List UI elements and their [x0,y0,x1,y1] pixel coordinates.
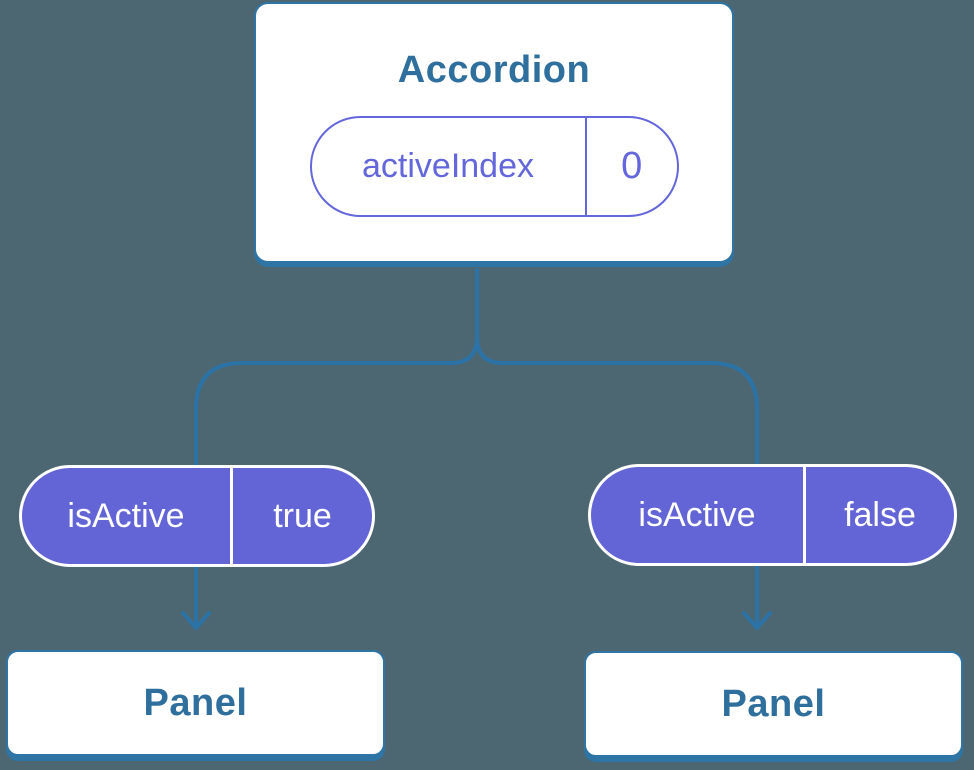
state-pill: activeIndex 0 [309,116,679,217]
branch-left-line [194,268,479,469]
accordion-node: Accordion activeIndex 0 [254,2,734,263]
prop-pill-right-name: isActive [638,495,756,534]
prop-pill-right-divider [803,467,806,563]
prop-pill-left: isActive true [19,465,375,567]
state-pill-name: activeIndex [362,147,534,185]
prop-pill-left-name: isActive [67,496,185,535]
prop-pill-left-divider [230,468,233,564]
prop-pill-right: isActive false [588,464,957,566]
panel-node-right: Panel [584,651,963,757]
state-pill-divider [584,118,587,215]
prop-pill-right-value: false [844,495,916,534]
branch-right-line [475,335,759,468]
prop-pill-left-value: true [273,496,332,535]
panel-node-left: Panel [6,650,385,756]
accordion-node-title: Accordion [397,49,591,91]
arrow-right-head-icon [742,611,772,630]
panel-node-right-title: Panel [721,683,826,725]
arrow-left-head-icon [181,611,211,630]
state-pill-value: 0 [621,145,643,187]
panel-node-left-title: Panel [143,682,248,724]
